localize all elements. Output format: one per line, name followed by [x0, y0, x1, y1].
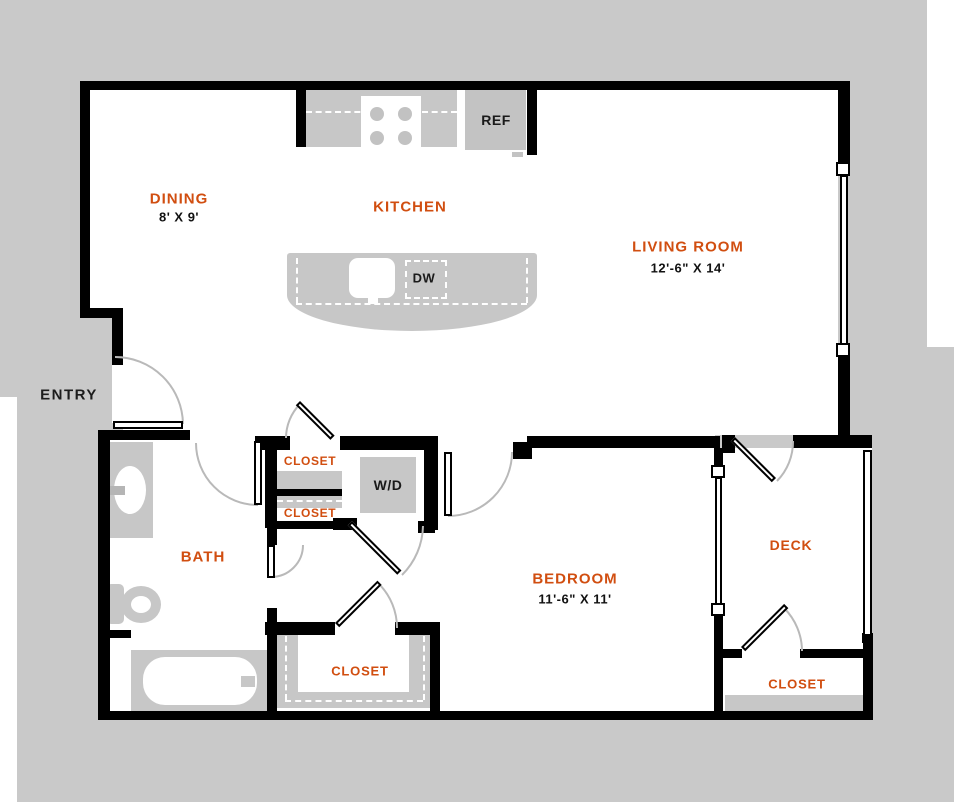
wall-bath-right-stub: [267, 518, 277, 545]
wall-jog-vertical: [112, 318, 123, 365]
wall-bedroom-closet-top-left: [265, 622, 335, 635]
wall-jog-horizontal: [80, 308, 123, 318]
bedroom-door-leaf: [444, 452, 452, 516]
wall-bath-chunk: [110, 630, 131, 638]
refrigerator-tab: [512, 152, 523, 157]
wall-bedroom-closet-right: [430, 630, 440, 713]
dishwasher-label: DW: [412, 270, 436, 286]
island-sink-faucet: [368, 292, 378, 304]
wall-deck-right: [863, 638, 873, 718]
wall-bottom-main: [98, 711, 722, 720]
wall-bath-top: [98, 430, 190, 440]
stove-burner: [398, 131, 412, 145]
refrigerator: [465, 89, 526, 150]
wall-kitchen-stub-right: [527, 90, 537, 155]
hall-closet-lower-label: CLOSET: [283, 506, 337, 520]
toilet-bowl: [121, 586, 161, 623]
wall-bedroom-closet-top-right: [395, 622, 440, 635]
deck-area: [722, 448, 872, 713]
island-dash-right: [526, 258, 528, 303]
wall-deck-top: [793, 435, 872, 448]
living-room-window-cap-top: [836, 162, 850, 176]
wall-deck-closet-top-left: [722, 649, 742, 658]
bedroom-label: BEDROOM: [532, 570, 618, 588]
wall-hall-right: [430, 436, 438, 530]
wall-deck-closet-top-right: [800, 649, 866, 658]
wall-deck-bottom: [722, 711, 873, 720]
wall-closet-left: [265, 436, 277, 528]
tub-faucet: [241, 676, 255, 687]
stove-burner: [370, 131, 384, 145]
dining-label: DINING: [149, 190, 209, 208]
bedroom-closet-shelf-left: [277, 633, 298, 703]
bedroom-window-cap-bottom: [711, 603, 725, 616]
lower-closet-door-leaf: [267, 545, 275, 578]
entry-label: ENTRY: [40, 386, 98, 404]
living-room-dims: 12'-6" X 14': [650, 260, 726, 276]
bath-label: BATH: [180, 548, 226, 566]
toilet-tank: [106, 584, 124, 624]
bedroom-window: [715, 477, 722, 605]
closet-shelf-lower: [277, 496, 342, 508]
bedroom-closet-dash-bottom: [285, 700, 423, 702]
wall-kitchen-stub-left: [296, 90, 306, 147]
wall-bath-left: [98, 430, 110, 718]
kitchen-label: KITCHEN: [373, 198, 447, 216]
wall-wd-right: [424, 447, 435, 527]
deck-closet-shelf: [725, 695, 866, 713]
stove-burner: [370, 107, 384, 121]
entry-door-leaf: [113, 421, 183, 429]
washer-dryer-box: [360, 457, 416, 513]
wall-closet-mid: [277, 489, 342, 496]
washer-dryer-label: W/D: [373, 477, 403, 493]
bathtub: [143, 657, 257, 705]
deck-label: DECK: [769, 537, 813, 553]
page-notch-left: [0, 397, 17, 802]
closet-shelf-upper: [277, 471, 342, 489]
island-sink: [349, 258, 395, 298]
deck-railing: [863, 450, 872, 636]
living-room-label: LIVING ROOM: [632, 238, 744, 256]
dishwasher-outline: [405, 260, 447, 299]
island-dash-line: [296, 303, 527, 305]
wall-bedroom-right-lower: [714, 603, 723, 713]
vanity-faucet: [109, 486, 125, 495]
closet-rod-dash: [277, 500, 342, 502]
wall-top: [80, 81, 848, 90]
wall-right-upper: [838, 81, 850, 169]
bedroom-closet-shelf-right: [409, 633, 431, 703]
bedroom-closet-dash-left: [285, 636, 287, 700]
wall-bedroom-right-upper: [714, 448, 723, 468]
bath-door-leaf: [254, 441, 262, 505]
bedroom-dims: 11'-6" X 11': [538, 591, 612, 607]
bedroom-closet-label: CLOSET: [331, 663, 389, 679]
kitchen-island: [287, 253, 537, 331]
stove: [361, 96, 421, 150]
deck-closet-label: CLOSET: [768, 676, 826, 692]
hall-closet-upper-label: CLOSET: [283, 454, 337, 468]
stove-burner: [398, 107, 412, 121]
refrigerator-label: REF: [481, 112, 511, 128]
dining-dims: 8' X 9': [158, 209, 200, 225]
living-room-window-cap-bottom: [836, 343, 850, 357]
entry-door-opening: [112, 363, 123, 423]
island-dash-left: [296, 258, 298, 303]
wall-wd-top: [340, 436, 438, 450]
living-room-window: [840, 175, 848, 345]
page-notch-right: [927, 0, 954, 347]
bedroom-closet-dash-right: [423, 636, 425, 700]
wall-bedroom-top: [527, 436, 720, 448]
wall-right-lower: [838, 351, 850, 448]
wall-bath-right-lower: [267, 608, 277, 711]
wall-left-upper: [80, 81, 90, 318]
wall-closet-bottom: [277, 521, 342, 529]
